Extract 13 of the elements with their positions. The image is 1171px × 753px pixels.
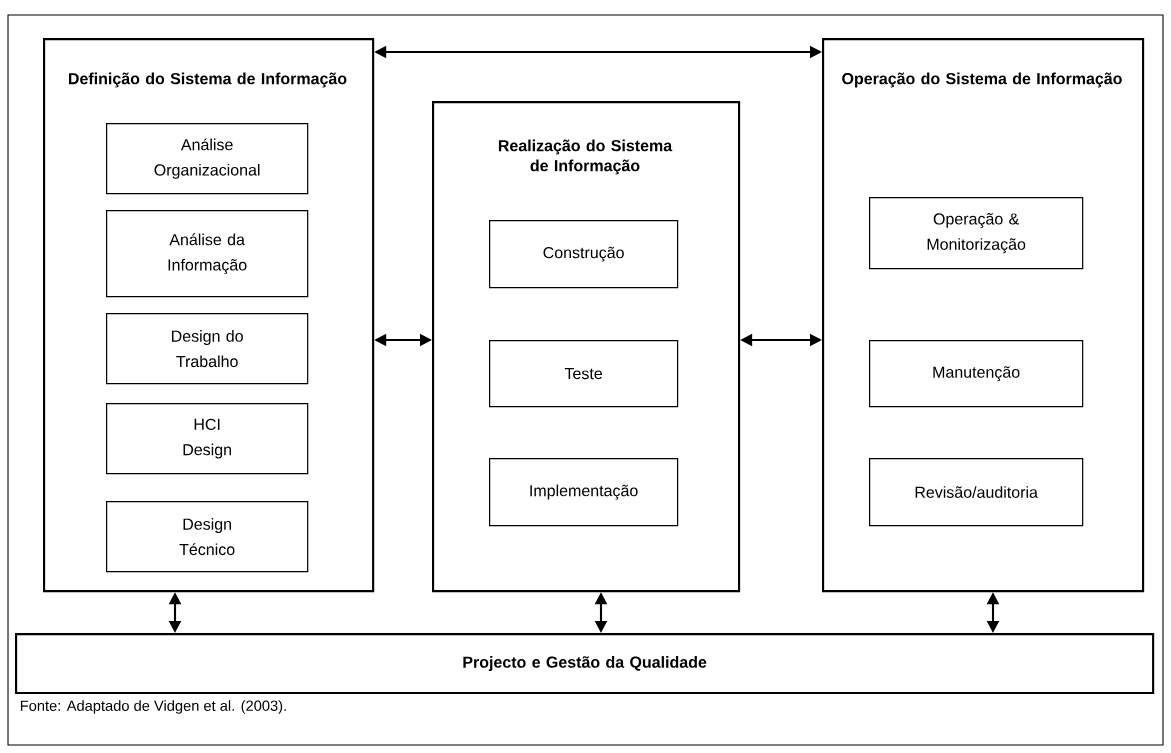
process-box: Design Técnico: [106, 501, 309, 573]
caption: Fonte: Adaptado de Vidgen et al. (2003).: [20, 700, 286, 714]
process-box: Análise da Informação: [106, 210, 309, 298]
process-box: Implementação: [489, 458, 679, 527]
process-box: Operação & Monitorização: [869, 197, 1084, 270]
process-box: Construção: [489, 220, 679, 289]
process-box: HCI Design: [106, 403, 309, 475]
process-box: Teste: [489, 340, 679, 408]
process-box: Manutenção: [869, 340, 1084, 408]
process-box: Análise Organizacional: [106, 123, 309, 195]
quality-management-bar: Projecto e Gestão da Qualidade: [15, 633, 1155, 695]
process-box: Design do Trabalho: [106, 313, 309, 385]
process-box: Revisão/auditoria: [869, 458, 1084, 527]
